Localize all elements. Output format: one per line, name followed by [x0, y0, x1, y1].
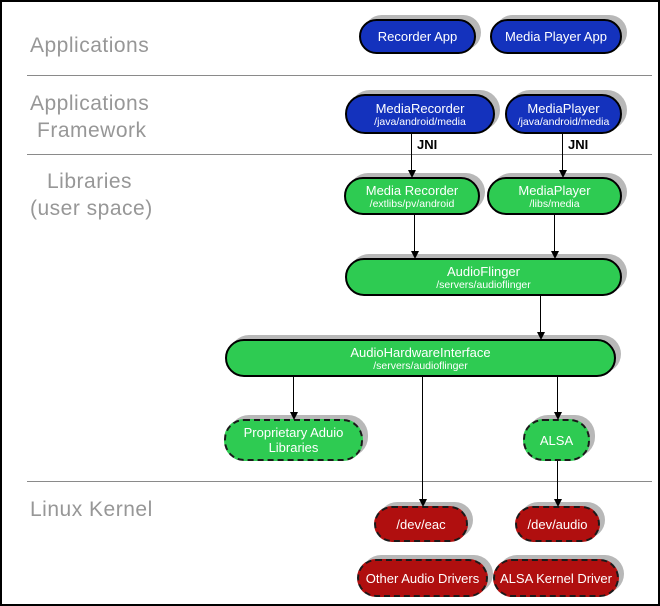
- node-title: MediaRecorder: [375, 100, 465, 116]
- node-alsa: ALSA: [523, 419, 590, 461]
- node-recorder-app: Recorder App: [359, 19, 476, 54]
- section-label-text: Libraries: [47, 170, 133, 193]
- node-title: Recorder App: [377, 29, 458, 44]
- node-media-player-app: Media Player App: [490, 19, 622, 54]
- section-label-linux-kernel: Linux Kernel: [30, 496, 153, 523]
- section-label-text: Framework: [37, 119, 147, 142]
- section-label-applications-framework: Applications Framework: [30, 90, 149, 144]
- arrow-mediarecorder-to-library: [407, 134, 416, 178]
- arrow-ahi-to-proprietary: [289, 377, 298, 420]
- arrow-mediaplayer-to-audioflinger: [550, 215, 559, 259]
- node-title: AudioFlinger: [447, 263, 520, 279]
- arrow-audioflinger-to-ahi: [536, 296, 545, 340]
- node-path: /java/android/media: [517, 115, 610, 128]
- node-title: Media Player App: [505, 29, 607, 44]
- section-label-text: Linux Kernel: [30, 498, 153, 521]
- divider-framework-libraries: [27, 154, 652, 155]
- section-label-applications: Applications: [30, 32, 149, 59]
- node-title: /dev/eac: [396, 516, 446, 532]
- node-title: Other Audio Drivers: [365, 570, 480, 586]
- node-title: ALSA Kernel Driver: [500, 570, 612, 586]
- node-mediarecorder-framework: MediaRecorder /java/android/media: [345, 94, 495, 134]
- divider-applications-framework: [27, 75, 652, 76]
- node-title: Proprietary Aduio: [243, 425, 344, 440]
- jni-label-left: JNI: [417, 137, 438, 152]
- arrow-ahi-to-dev-eac: [418, 377, 427, 507]
- node-mediaplayer-library: MediaPlayer /libs/media: [487, 177, 622, 215]
- node-dev-audio: /dev/audio: [515, 506, 600, 542]
- jni-label-right: JNI: [568, 137, 589, 152]
- section-label-text: (user space): [30, 197, 153, 220]
- arrow-mediaplayer-to-library: [558, 134, 567, 178]
- node-audio-hardware-interface: AudioHardwareInterface /servers/audiofli…: [225, 339, 616, 377]
- node-title: MediaPlayer: [518, 182, 591, 198]
- section-label-text: Applications: [30, 34, 150, 57]
- node-title-line2: Libraries: [268, 440, 319, 455]
- node-title: MediaPlayer: [527, 100, 600, 116]
- section-label-libraries: Libraries (user space): [30, 168, 153, 222]
- node-other-audio-drivers: Other Audio Drivers: [357, 559, 488, 597]
- node-proprietary-audio-libraries: Proprietary Aduio Libraries: [224, 419, 363, 461]
- node-mediaplayer-framework: MediaPlayer /java/android/media: [505, 94, 622, 134]
- node-title: ALSA: [539, 432, 574, 448]
- divider-libraries-kernel: [27, 481, 652, 482]
- node-audioflinger: AudioFlinger /servers/audioflinger: [345, 258, 622, 296]
- node-path: /extlibs/pv/android: [369, 197, 455, 210]
- node-path: /servers/audioflinger: [373, 359, 468, 372]
- node-path: /libs/media: [529, 197, 580, 210]
- node-title: /dev/audio: [527, 516, 588, 532]
- node-alsa-kernel-driver: ALSA Kernel Driver: [493, 559, 619, 597]
- arrow-alsa-to-dev-audio: [553, 461, 562, 507]
- arrow-mediarecorder-to-audioflinger: [410, 215, 419, 259]
- node-dev-eac: /dev/eac: [374, 506, 468, 542]
- node-media-recorder-library: Media Recorder /extlibs/pv/android: [344, 177, 480, 215]
- node-title: AudioHardwareInterface: [350, 344, 491, 360]
- node-path: /java/android/media: [374, 115, 466, 128]
- arrow-ahi-to-alsa: [553, 377, 562, 420]
- section-label-text: Applications: [30, 92, 150, 115]
- node-title: Media Recorder: [365, 182, 459, 198]
- node-path: /servers/audioflinger: [436, 278, 531, 291]
